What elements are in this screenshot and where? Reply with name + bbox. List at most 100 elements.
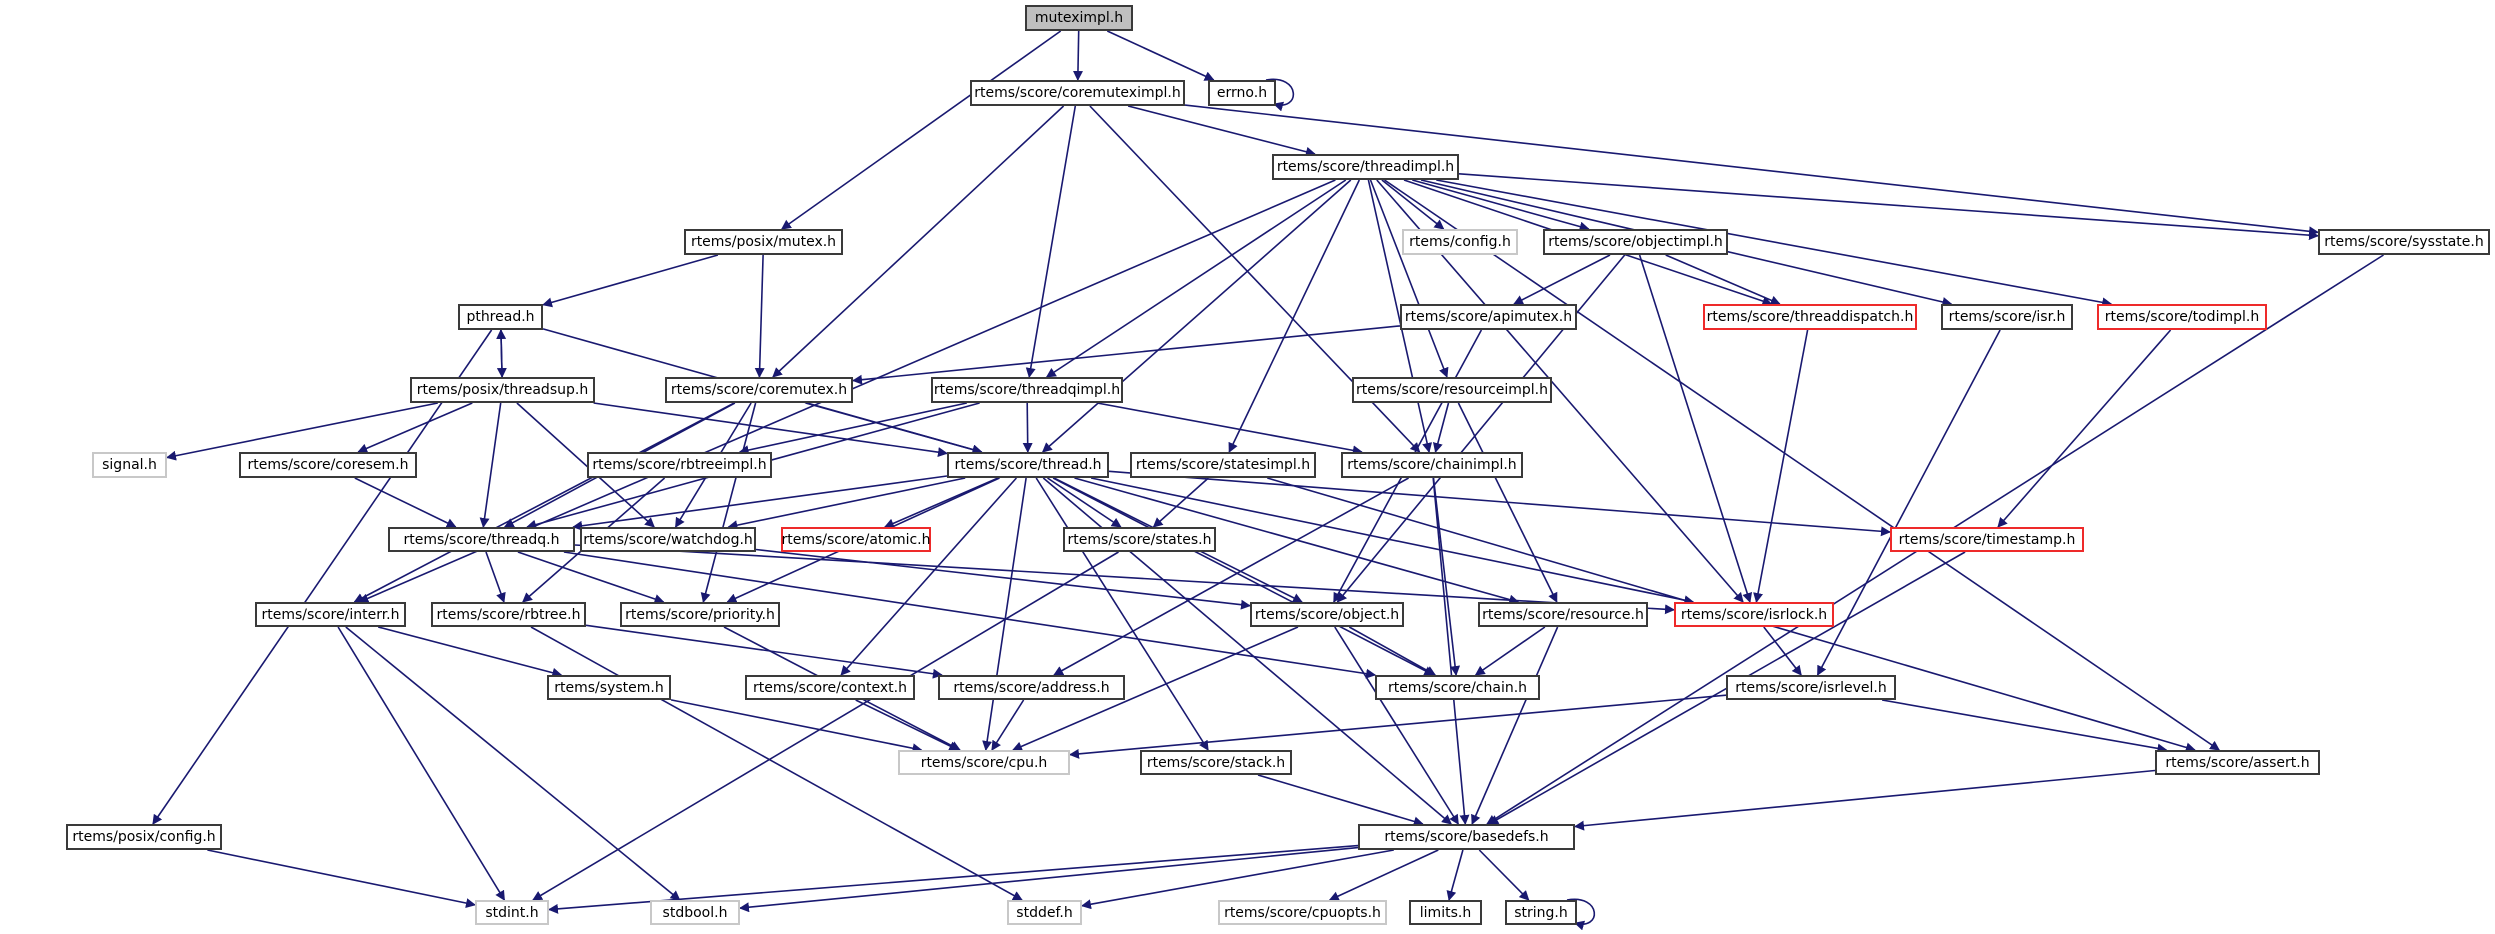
node-stddef[interactable]: stddef.h	[1007, 900, 1082, 925]
node-label: rtems/score/context.h	[753, 679, 907, 696]
node-label: rtems/score/isr.h	[1948, 309, 2066, 325]
edge-isr-to-isrlevel	[1816, 329, 2001, 676]
node-resourceimpl[interactable]: rtems/score/resourceimpl.h	[1352, 377, 1552, 403]
node-interr[interactable]: rtems/score/interr.h	[255, 602, 406, 627]
edge-threadq-to-priority	[517, 551, 665, 604]
node-states[interactable]: rtems/score/states.h	[1063, 527, 1216, 552]
node-atomic[interactable]: rtems/score/atomic.h	[781, 527, 931, 552]
node-label: rtems/posix/config.h	[72, 829, 216, 845]
node-muteximpl: muteximpl.h	[1025, 5, 1133, 31]
node-thread[interactable]: rtems/score/thread.h	[947, 452, 1109, 478]
node-resource[interactable]: rtems/score/resource.h	[1478, 602, 1648, 627]
node-label: rtems/score/todimpl.h	[2104, 309, 2260, 325]
node-todimpl[interactable]: rtems/score/todimpl.h	[2097, 304, 2267, 330]
node-label: rtems/score/threadqimpl.h	[933, 382, 1121, 398]
node-priority[interactable]: rtems/score/priority.h	[620, 602, 780, 627]
node-coremuteximpl[interactable]: rtems/score/coremuteximpl.h	[970, 80, 1185, 106]
edge-threadimpl-to-chainimpl	[1367, 179, 1433, 453]
node-config[interactable]: rtems/config.h	[1402, 229, 1518, 255]
node-limits[interactable]: limits.h	[1409, 900, 1482, 925]
node-string[interactable]: string.h	[1505, 900, 1577, 925]
node-object[interactable]: rtems/score/object.h	[1250, 602, 1404, 627]
edge-coremutex-to-thread	[805, 402, 983, 455]
node-label: rtems/score/object.h	[1254, 606, 1400, 623]
edge-interr-to-system	[377, 626, 563, 678]
node-posixmutex[interactable]: rtems/posix/mutex.h	[684, 229, 843, 255]
edge-threaddispatch-to-isrlock	[1753, 329, 1809, 603]
node-cpu[interactable]: rtems/score/cpu.h	[898, 750, 1070, 775]
node-label: rtems/score/cpuopts.h	[1224, 904, 1381, 921]
node-signal[interactable]: signal.h	[92, 452, 167, 478]
edge-apimutex-to-coremutex	[852, 325, 1401, 385]
node-watchdog[interactable]: rtems/score/watchdog.h	[580, 527, 756, 552]
node-threadq[interactable]: rtems/score/threadq.h	[388, 527, 575, 552]
node-timestamp[interactable]: rtems/score/timestamp.h	[1890, 527, 2084, 552]
node-isrlevel[interactable]: rtems/score/isrlevel.h	[1726, 675, 1896, 700]
edge-interr-to-stdint	[337, 626, 506, 901]
node-objectimpl[interactable]: rtems/score/objectimpl.h	[1543, 229, 1728, 255]
node-isr[interactable]: rtems/score/isr.h	[1941, 304, 2073, 330]
node-system[interactable]: rtems/system.h	[547, 675, 671, 700]
node-rbtree[interactable]: rtems/score/rbtree.h	[431, 602, 586, 627]
node-statesimpl[interactable]: rtems/score/statesimpl.h	[1130, 452, 1316, 478]
node-threadimpl[interactable]: rtems/score/threadimpl.h	[1272, 154, 1459, 180]
node-basedefs[interactable]: rtems/score/basedefs.h	[1358, 824, 1575, 850]
node-rbtreeimpl[interactable]: rtems/score/rbtreeimpl.h	[587, 452, 772, 478]
edge-watchdog-to-object	[755, 548, 1251, 610]
edge-errno-to-errno	[1265, 78, 1295, 112]
edge-assert-to-basedefs	[1574, 769, 2156, 831]
node-pthread[interactable]: pthread.h	[458, 304, 543, 330]
node-stack[interactable]: rtems/score/stack.h	[1140, 750, 1292, 775]
node-chain[interactable]: rtems/score/chain.h	[1375, 675, 1540, 700]
node-label: rtems/score/timestamp.h	[1898, 531, 2076, 548]
edge-threadimpl-to-config	[1381, 179, 1445, 230]
node-errno[interactable]: errno.h	[1208, 80, 1276, 106]
edge-coremutex-to-priority	[700, 402, 757, 603]
node-label: rtems/system.h	[554, 679, 664, 696]
edge-thread-to-chain	[1052, 477, 1435, 676]
edge-chainimpl-to-chain	[1432, 477, 1461, 676]
node-label: stdint.h	[485, 904, 539, 921]
node-isrlock[interactable]: rtems/score/isrlock.h	[1674, 602, 1834, 627]
edge-chainimpl-to-basedefs	[1432, 477, 1470, 825]
node-apimutex[interactable]: rtems/score/apimutex.h	[1400, 304, 1577, 330]
edge-threadimpl-to-resourceimpl	[1369, 179, 1449, 378]
node-chainimpl[interactable]: rtems/score/chainimpl.h	[1341, 452, 1523, 478]
node-label: rtems/score/stack.h	[1146, 754, 1286, 771]
edge-todimpl-to-timestamp	[1997, 329, 2172, 528]
node-label: rtems/score/interr.h	[261, 606, 400, 623]
edge-string-to-string	[1566, 898, 1596, 931]
edge-threadq-to-rbtree	[485, 551, 506, 603]
node-label: rtems/score/coremutex.h	[670, 382, 848, 398]
node-label: rtems/score/chain.h	[1387, 679, 1528, 696]
node-threaddispatch[interactable]: rtems/score/threaddispatch.h	[1703, 304, 1917, 330]
node-stdbool[interactable]: stdbool.h	[650, 900, 740, 925]
node-label: rtems/score/coremuteximpl.h	[974, 85, 1181, 101]
node-coremutex[interactable]: rtems/score/coremutex.h	[665, 377, 853, 403]
node-cpuopts[interactable]: rtems/score/cpuopts.h	[1218, 900, 1387, 925]
node-label: rtems/score/states.h	[1067, 531, 1212, 548]
node-stdint[interactable]: stdint.h	[475, 900, 549, 925]
node-context[interactable]: rtems/score/context.h	[745, 675, 915, 700]
node-label: rtems/score/threadimpl.h	[1276, 159, 1455, 175]
edge-interr-to-stdbool	[345, 626, 681, 901]
node-coresem[interactable]: rtems/score/coresem.h	[239, 452, 417, 478]
node-assert[interactable]: rtems/score/assert.h	[2155, 750, 2320, 775]
edge-basedefs-to-string	[1478, 849, 1530, 901]
node-threadsup[interactable]: rtems/posix/threadsup.h	[410, 377, 595, 403]
node-label: rtems/score/threaddispatch.h	[1706, 309, 1914, 325]
node-threadqimpl[interactable]: rtems/score/threadqimpl.h	[931, 377, 1123, 403]
node-label: rtems/score/apimutex.h	[1404, 309, 1573, 325]
node-label: rtems/posix/threadsup.h	[416, 382, 589, 398]
edge-thread-to-isrlock	[1090, 477, 1695, 606]
edge-thread-to-stack	[1035, 477, 1209, 751]
node-sysstate[interactable]: rtems/score/sysstate.h	[2318, 229, 2490, 255]
edge-system-to-cpu	[670, 699, 923, 754]
node-label: errno.h	[1216, 85, 1268, 101]
node-address[interactable]: rtems/score/address.h	[938, 675, 1125, 700]
node-label: stdbool.h	[662, 904, 728, 921]
node-label: rtems/score/resourceimpl.h	[1355, 382, 1549, 398]
node-label: rtems/score/rbtreeimpl.h	[592, 457, 767, 473]
edge-basedefs-to-stddef	[1081, 849, 1394, 910]
node-posixconfig[interactable]: rtems/posix/config.h	[66, 824, 222, 850]
